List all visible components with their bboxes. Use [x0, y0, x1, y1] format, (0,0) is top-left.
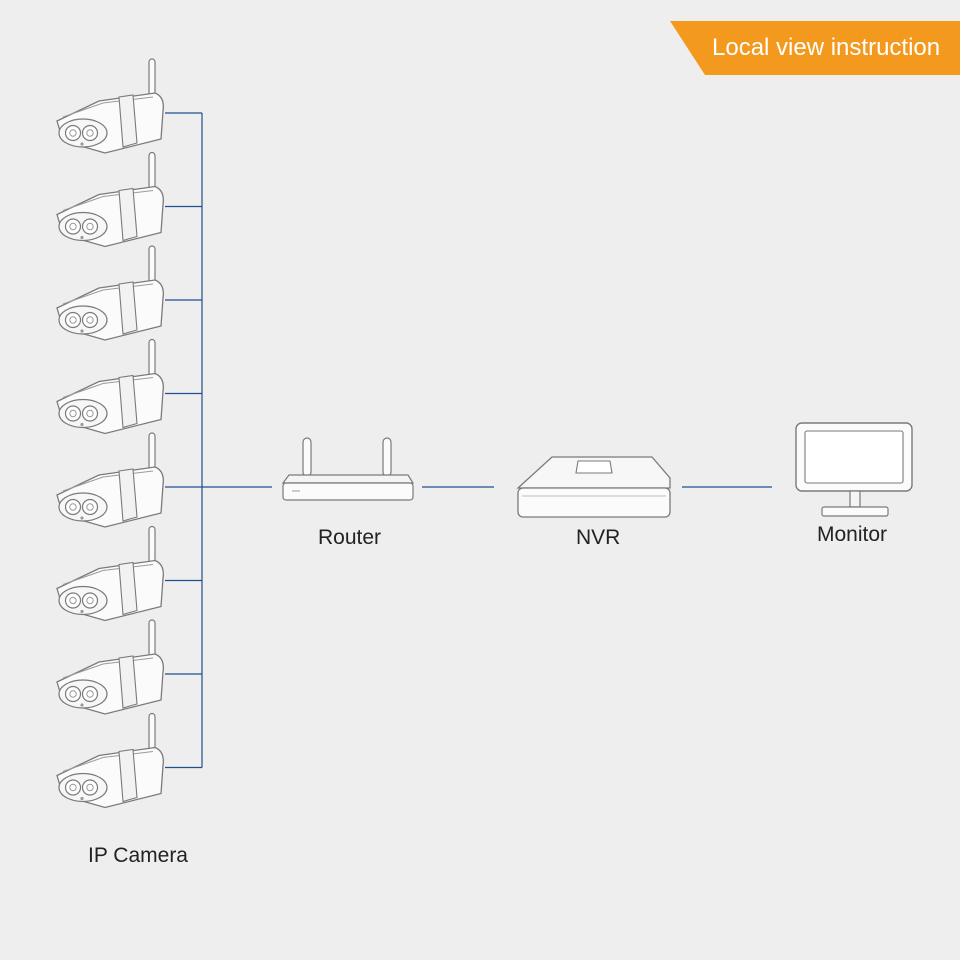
monitor-label: Monitor: [817, 523, 888, 546]
router-icon: [281, 437, 415, 501]
camera-connectors: [165, 112, 203, 769]
camera-icon: [56, 245, 164, 341]
camera-icon: [56, 432, 164, 528]
camera-icon: [56, 619, 164, 715]
camera-icon: [56, 525, 164, 622]
banner-shape: [670, 21, 960, 75]
camera-icon: [56, 151, 164, 248]
router-label: Router: [318, 526, 382, 549]
nvr-icon: [516, 456, 671, 518]
camera-icon: [56, 712, 164, 809]
camera-label: IP Camera: [88, 844, 188, 867]
banner-title: Local view instruction: [712, 34, 941, 61]
title-banner: Local view instruction: [670, 21, 960, 75]
monitor-icon: [795, 422, 913, 517]
camera-icon: [56, 338, 164, 435]
camera-icon: [56, 58, 164, 154]
nvr-label: NVR: [576, 526, 621, 549]
camera-group: [56, 58, 164, 809]
